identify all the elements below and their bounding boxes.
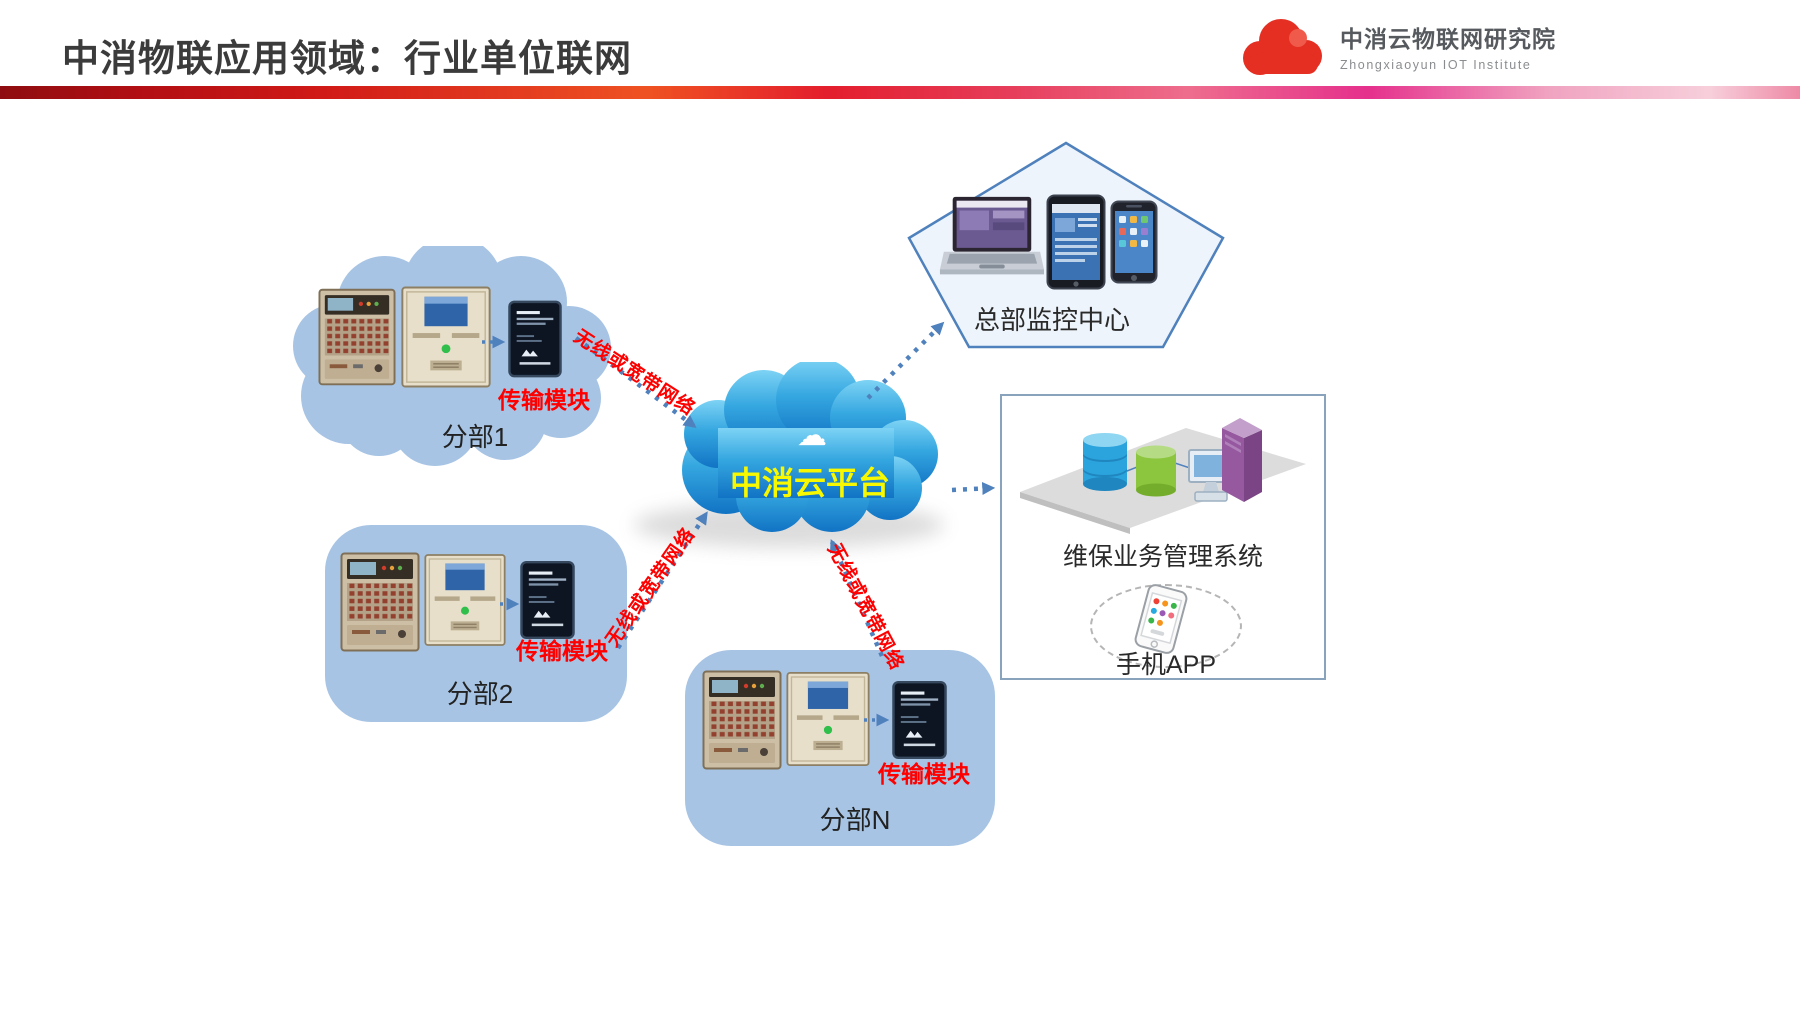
logo: 中消云物联网研究院 Zhongxiaoyun IOT Institute <box>1236 14 1556 78</box>
arrow-cloud-to-maintenance <box>951 481 996 495</box>
control-cabinet-icon <box>400 286 492 388</box>
small-cloud-icon: ☁ <box>797 419 827 452</box>
fire-alarm-host-icon <box>702 670 782 770</box>
hq-label: 总部监控中心 <box>973 305 1130 335</box>
server-icon <box>1214 412 1270 504</box>
branch-2-name: 分部2 <box>446 679 514 709</box>
mobile-app-ellipse <box>1090 584 1242 668</box>
branch-n-name: 分部N <box>819 805 891 835</box>
mobile-app-label: 手机APP <box>1115 651 1217 679</box>
transmission-module-icon <box>508 300 562 378</box>
database-blue-icon <box>1080 428 1130 494</box>
logo-cloud-icon <box>1236 14 1328 78</box>
transmission-module-icon <box>892 680 947 760</box>
module-label-branch1: 传输模块 <box>498 387 590 413</box>
maintenance-label: 维保业务管理系统 <box>1062 543 1263 571</box>
tablet-icon <box>1046 194 1106 290</box>
divider-gradient-bar <box>0 86 1800 99</box>
phone-icon <box>1110 200 1158 284</box>
fire-alarm-host-icon <box>318 288 396 386</box>
logo-title: 中消云物联网研究院 <box>1340 26 1556 52</box>
page-title: 中消物联应用领域：行业单位联网 <box>62 38 632 79</box>
module-label-branchN: 传输模块 <box>878 761 970 787</box>
control-cabinet-icon <box>786 668 870 770</box>
database-green-icon <box>1134 444 1178 498</box>
cloud-platform-label: 中消云平台 <box>729 465 890 501</box>
branch-1-name: 分部1 <box>441 422 509 452</box>
transmission-module-icon <box>520 560 575 640</box>
laptop-icon <box>936 196 1044 284</box>
control-cabinet-icon <box>424 548 506 652</box>
fire-alarm-host-icon <box>340 552 420 652</box>
logo-subtitle: Zhongxiaoyun IOT Institute <box>1340 58 1532 72</box>
module-label-branch2: 传输模块 <box>516 638 608 664</box>
cloud-platform-shape <box>682 362 938 532</box>
